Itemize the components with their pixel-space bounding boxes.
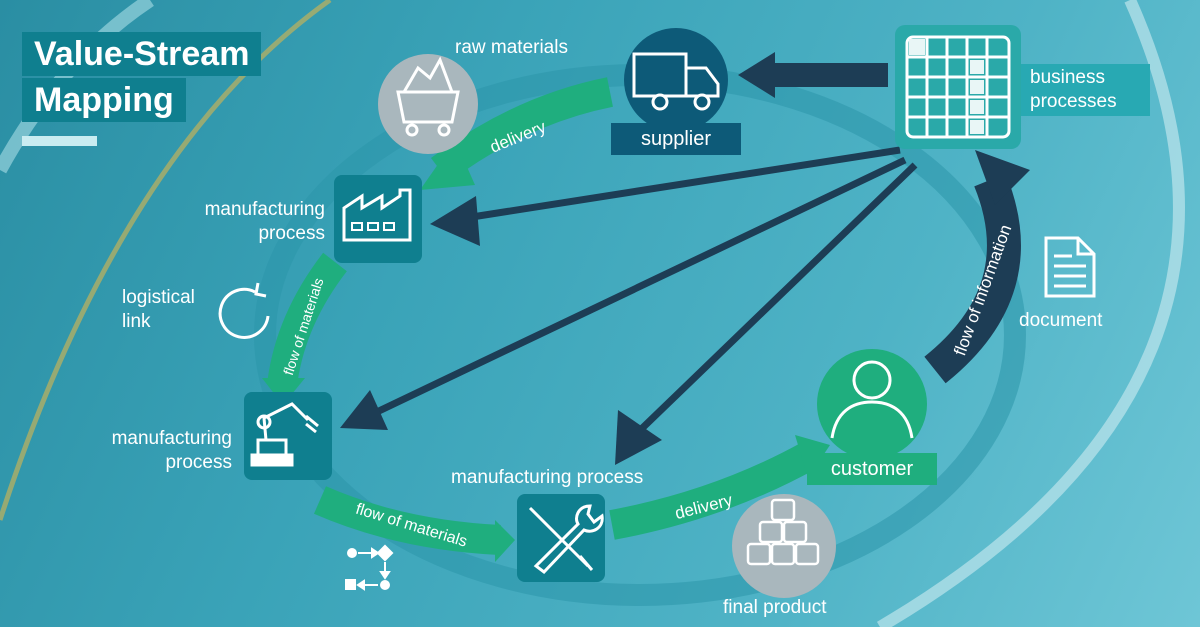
spreadsheet-icon	[905, 35, 1011, 139]
business-processes-label: business processes	[1030, 67, 1117, 112]
title-line-2: Mapping	[22, 78, 186, 122]
flow-arrow-bottom-head	[495, 520, 515, 562]
customer-label: customer	[830, 458, 914, 480]
customer-tag-bg	[807, 453, 937, 485]
supplier-node	[624, 28, 728, 132]
factory-icon	[342, 188, 412, 242]
info-arrow-to-mfg3-head	[615, 410, 662, 465]
process-flow-icon	[345, 544, 394, 591]
delivery-arrow-bottom	[609, 441, 818, 540]
manufacturing-process-2-label: manufacturing process	[111, 428, 232, 473]
logistical-link-label: logistical link	[122, 287, 195, 332]
business-processes-tag-bg	[1018, 64, 1150, 116]
robot-arm-icon	[250, 402, 319, 467]
final-product-label: final product	[723, 597, 827, 618]
delivery-arrow-top-head	[420, 140, 475, 190]
manufacturing-process-3-node	[517, 494, 605, 582]
info-arrow-to-mfg1-head	[430, 196, 480, 246]
truck-icon	[632, 52, 720, 111]
title-underline	[22, 136, 97, 146]
document-icon	[1044, 236, 1096, 298]
info-arrow-to-mfg1	[439, 146, 901, 226]
info-arrow-to-supplier-head	[738, 52, 775, 98]
final-product-node	[732, 494, 836, 598]
material-flow-arrows	[262, 77, 830, 562]
info-arrow-to-mfg2	[358, 156, 907, 424]
title-line-1: Value-Stream	[22, 32, 262, 76]
manufacturing-process-1-label: manufacturing process	[204, 199, 325, 244]
flow-arrow-bottom	[313, 486, 501, 555]
business-processes-node	[895, 25, 1021, 149]
document-label: document	[1019, 310, 1103, 331]
customer-node	[817, 349, 927, 459]
raw-materials-label: raw materials	[455, 37, 568, 58]
person-icon	[830, 360, 914, 439]
refresh-icon	[218, 282, 270, 339]
manufacturing-process-2-node	[244, 392, 332, 480]
info-arrow-to-customer	[924, 173, 1021, 384]
decor-arc-white-right	[876, 0, 1185, 627]
info-arrow-to-mfg2-head	[340, 390, 388, 430]
manufacturing-process-3-label: manufacturing process	[451, 467, 644, 488]
info-arrow-to-mfg3	[627, 162, 918, 443]
boxes-icon	[746, 498, 820, 566]
mine-cart-icon	[396, 56, 460, 124]
flow-arrow-left-head	[262, 378, 305, 405]
information-flow-arrows	[340, 52, 1030, 465]
supplier-label: supplier	[640, 128, 712, 150]
decor-arc-gold	[0, 0, 332, 521]
info-arrow-to-customer-head	[975, 150, 1030, 205]
tools-icon	[528, 504, 604, 574]
supplier-tag-bg	[611, 123, 741, 155]
raw-materials-node	[378, 54, 478, 154]
manufacturing-process-1-node	[334, 175, 422, 263]
flow-arrow-left	[267, 252, 347, 388]
